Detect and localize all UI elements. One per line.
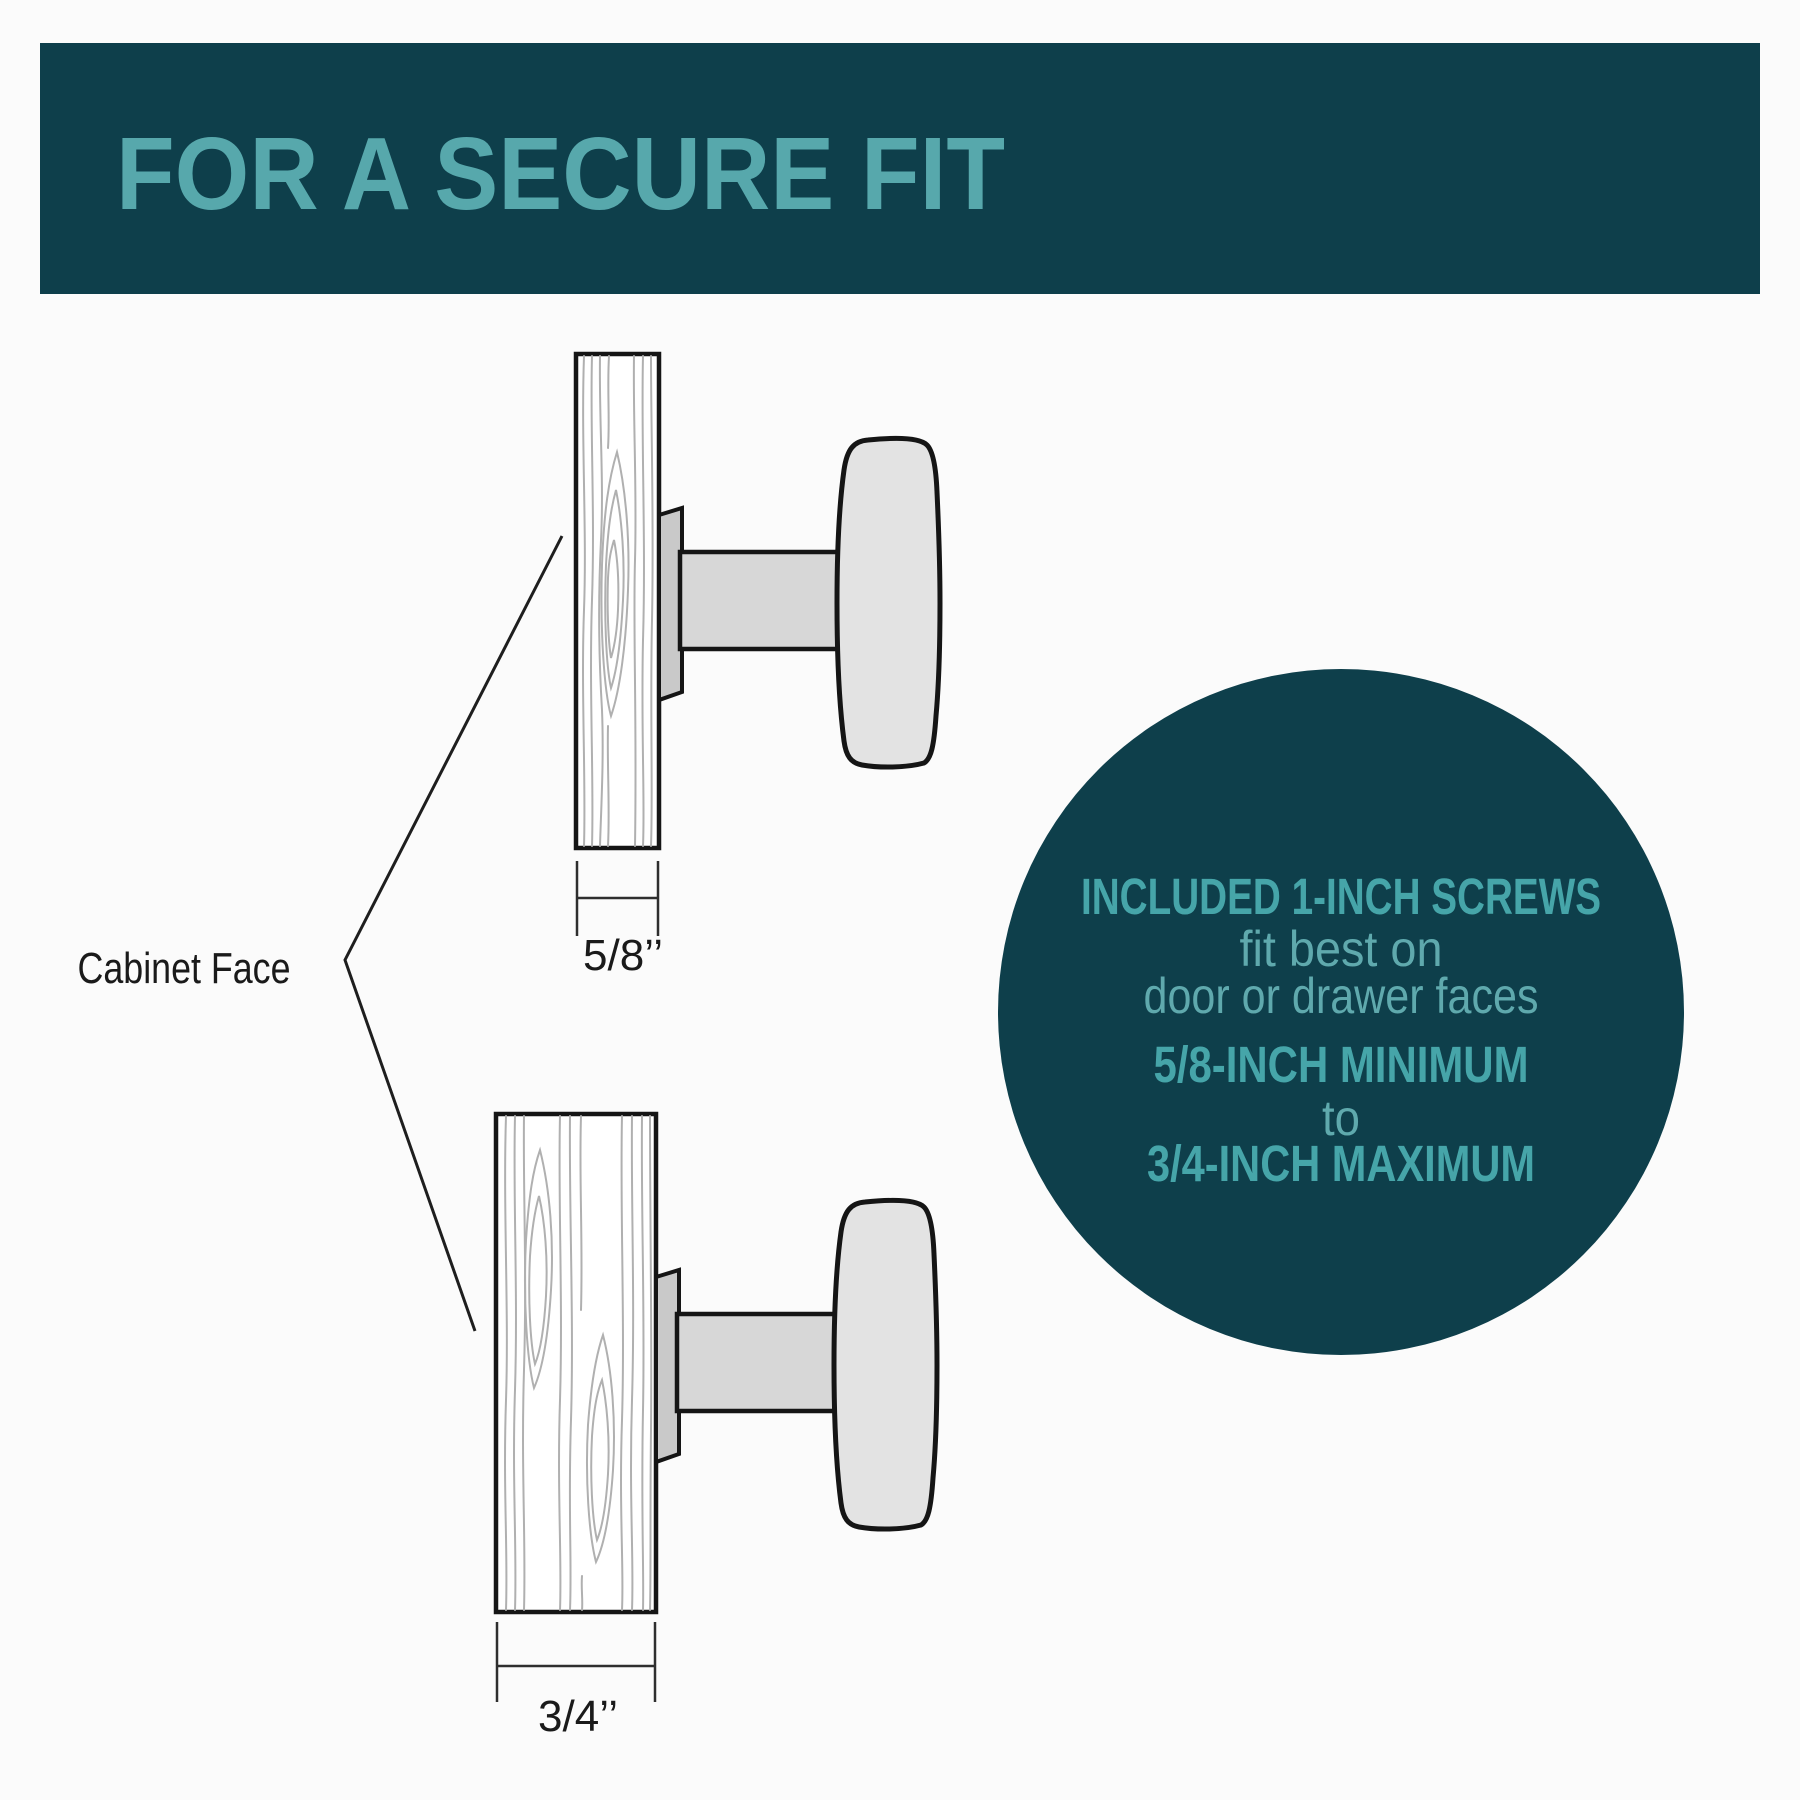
info-circle-text: INCLUDED 1-INCH SCREWS fit best on door … (1081, 868, 1601, 1192)
knob-head (831, 1197, 940, 1532)
cabinet-face-pointer-lines (343, 535, 564, 1332)
info-max-label: 3/4-INCH MAXIMUM (1147, 1135, 1535, 1192)
info-line-faces: door or drawer faces (1144, 968, 1539, 1024)
info-circle (998, 669, 1684, 1355)
knob-stem (677, 549, 841, 652)
thickness-label-3-4: 3/4’’ (538, 1692, 618, 1741)
info-line-fit: fit best on (1240, 921, 1443, 977)
wood-knot (586, 1331, 615, 1565)
bottom-panel-diagram: 3/4’’ (493, 1111, 940, 1741)
knob-stem (674, 1311, 838, 1414)
thickness-label-5-8: 5/8’’ (583, 931, 663, 980)
wood-knot (600, 448, 630, 720)
info-min-label: 5/8-INCH MINIMUM (1154, 1036, 1529, 1093)
knob-head (834, 435, 943, 770)
info-heading: INCLUDED 1-INCH SCREWS (1081, 868, 1601, 925)
cabinet-knob-side-view (657, 435, 943, 770)
dimension-5-8: 5/8’’ (575, 861, 663, 980)
top-panel-diagram: 5/8’’ (573, 351, 943, 980)
wood-panel-cross-section (493, 1111, 659, 1615)
dimension-3-4: 3/4’’ (495, 1622, 657, 1741)
page-title: FOR A SECURE FIT (116, 116, 1005, 231)
wood-knot (523, 1146, 553, 1392)
cabinet-knob-side-view (654, 1197, 940, 1532)
title-banner (40, 43, 1760, 294)
cabinet-face-label: Cabinet Face (78, 944, 291, 993)
info-to-label: to (1322, 1090, 1360, 1146)
knob-backplate (657, 505, 684, 703)
wood-grain (582, 355, 654, 847)
knob-backplate (654, 1267, 681, 1465)
wood-grain (504, 1115, 653, 1611)
